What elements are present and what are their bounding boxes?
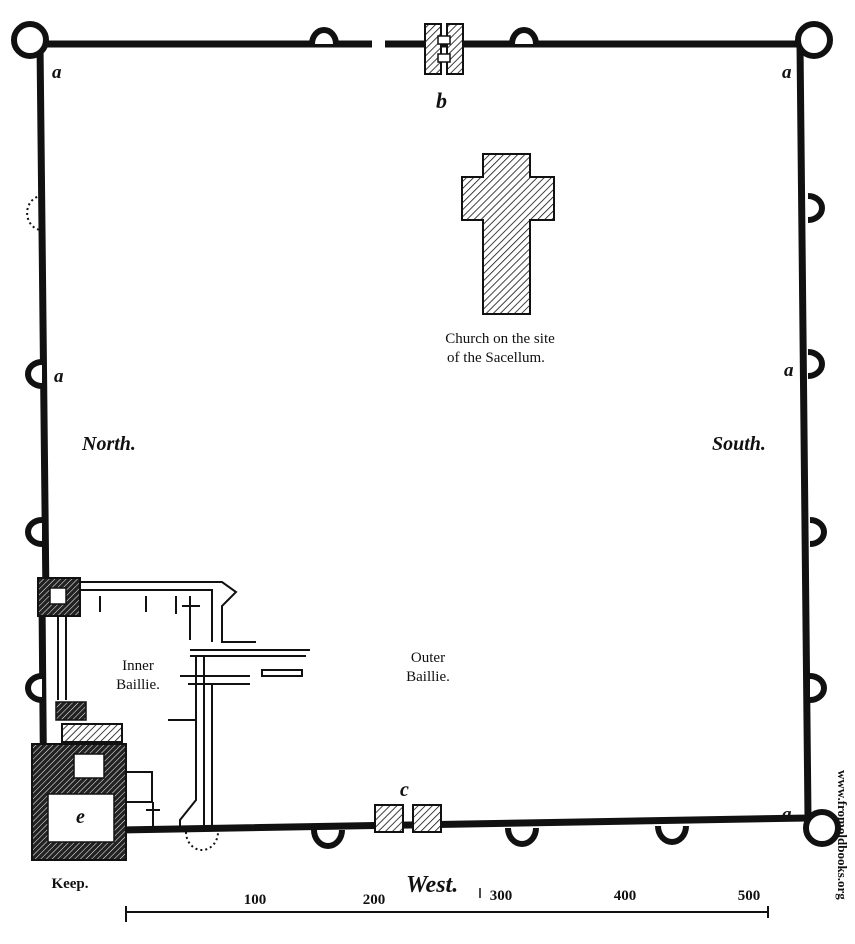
tower-labels: a a a a a xyxy=(52,62,794,825)
tower-label-nw: a xyxy=(52,62,62,83)
tower-label-sw: a xyxy=(782,804,792,825)
gatehouse-c xyxy=(374,804,442,833)
gate-b-label: b xyxy=(436,88,447,113)
south-label: South. xyxy=(712,433,766,455)
curtain-wall xyxy=(36,40,812,834)
outer-baillie-label-line1: Outer xyxy=(411,650,445,666)
keep-structure xyxy=(31,701,127,861)
gatehouse-b xyxy=(424,23,464,75)
inner-baillie-tower xyxy=(37,577,81,617)
scale-tick-300: 300 xyxy=(490,888,513,904)
church-label-line2: of the Sacellum. xyxy=(447,350,545,366)
church xyxy=(461,153,555,315)
keep-e-label: e xyxy=(76,806,85,828)
scale-tick-500: 500 xyxy=(738,888,761,904)
keep-label: Keep. xyxy=(51,876,88,892)
scale-tick-100: 100 xyxy=(244,892,267,908)
watermark-text: www.fromoldbooks.org xyxy=(835,770,850,900)
corner-towers xyxy=(11,21,841,847)
north-label: North. xyxy=(81,433,136,455)
church-label-line1: Church on the site xyxy=(445,331,555,347)
west-label: West. xyxy=(406,872,458,898)
inner-baillie-label-line2: Baillie. xyxy=(116,677,160,693)
scale-bar: 100 200 300 400 500 xyxy=(125,888,769,922)
scale-tick-400: 400 xyxy=(614,888,637,904)
gate-c-label: c xyxy=(400,779,409,801)
scale-tick-200: 200 xyxy=(363,892,386,908)
tower-label-ne: a xyxy=(782,62,792,83)
wall-towers xyxy=(25,27,827,851)
inner-baillie-label-line1: Inner xyxy=(122,658,154,674)
tower-label-north: a xyxy=(54,366,64,387)
outer-baillie-label-line2: Baillie. xyxy=(406,669,450,685)
tower-label-south: a xyxy=(784,360,794,381)
inner-baillie-walls xyxy=(57,581,310,828)
